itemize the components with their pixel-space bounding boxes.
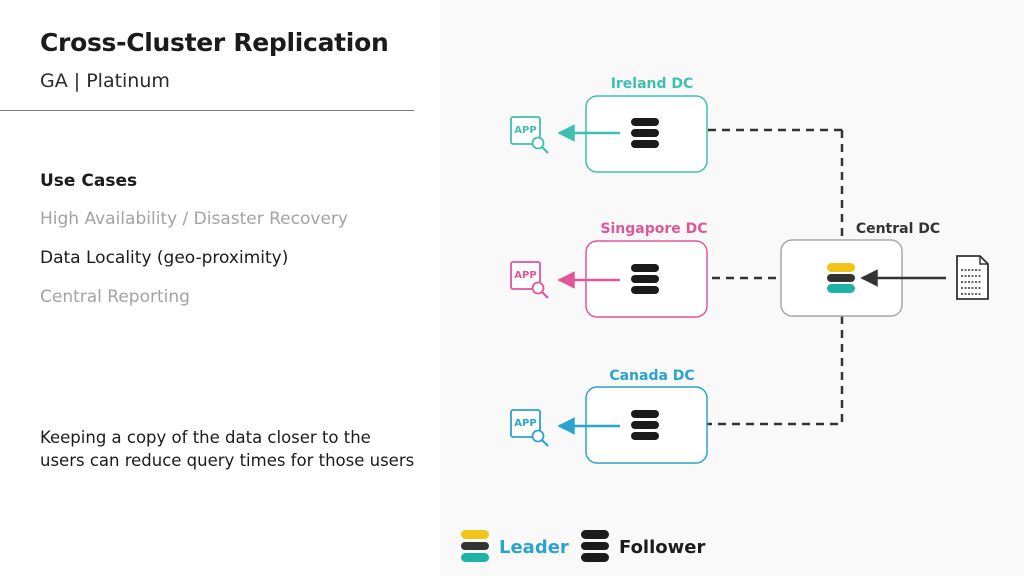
replication-diagram: Ireland DC APP Singapore DC APP Canada D…: [461, 76, 989, 562]
follower-legend-label: Follower: [619, 537, 705, 558]
page-subtitle: GA | Platinum: [40, 70, 170, 92]
central-dc-label: Central DC: [856, 221, 940, 237]
legend: Leader Follower: [461, 530, 705, 562]
page-title: Cross-Cluster Replication: [40, 28, 389, 57]
canada-cluster-icon: [631, 410, 659, 440]
text-panel: [0, 0, 440, 576]
canada-dc-label: Canada DC: [609, 368, 694, 384]
ireland-app-icon: APP: [510, 116, 549, 154]
svg-text:APP: APP: [514, 418, 536, 429]
title-divider: [0, 110, 414, 111]
follower-legend-icon: [581, 530, 609, 562]
svg-text:APP: APP: [514, 270, 536, 281]
explanation-text: Keeping a copy of the data closer to the…: [40, 428, 415, 470]
replication-link-canada: [666, 316, 844, 433]
singapore-dc-label: Singapore DC: [600, 221, 707, 237]
leader-legend-icon: [461, 530, 489, 562]
singapore-cluster-icon: [631, 264, 659, 294]
use-case-central-reporting: Central Reporting: [40, 287, 190, 307]
ireland-dc-label: Ireland DC: [611, 76, 694, 92]
use-case-data-locality: Data Locality (geo-proximity): [40, 248, 289, 268]
leader-legend-label: Leader: [499, 537, 569, 558]
central-leader-cluster-icon: [827, 263, 855, 293]
svg-text:APP: APP: [514, 125, 536, 136]
ireland-cluster-icon: [631, 118, 659, 148]
use-case-high-availability: High Availability / Disaster Recovery: [40, 209, 348, 229]
use-cases-heading: Use Cases: [40, 171, 138, 191]
singapore-app-icon: APP: [510, 261, 549, 299]
document-icon: [956, 255, 989, 300]
canada-app-icon: APP: [510, 409, 549, 447]
